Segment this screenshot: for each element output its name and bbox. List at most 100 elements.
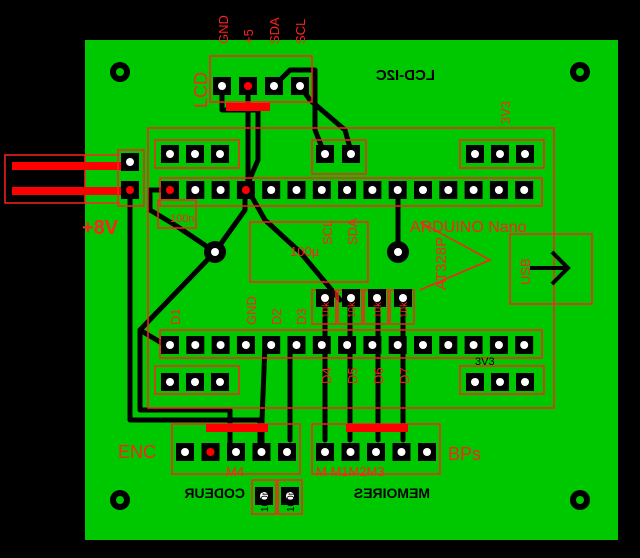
pad-hole — [496, 150, 504, 158]
pad-hole — [347, 150, 355, 158]
pad-hole — [494, 341, 503, 349]
pad-hole — [218, 82, 226, 90]
pad-hole — [373, 294, 381, 302]
pad-hole — [317, 341, 326, 349]
pad-hole — [520, 341, 529, 349]
pad-hole — [191, 186, 200, 194]
label-pin-gnd: GND — [216, 15, 231, 44]
pad-hole — [257, 448, 266, 456]
pad-hole — [270, 82, 278, 90]
pad-hole — [321, 294, 329, 302]
label-pin-5v: +5 — [241, 29, 256, 44]
label-d2: D2 — [269, 308, 284, 325]
pad-hole — [216, 186, 225, 194]
pad-hole — [321, 448, 329, 456]
power-input-wires — [4, 154, 130, 204]
label-cap-100n-b1: 100n — [260, 490, 271, 512]
pad-hole — [216, 378, 224, 386]
label-d6: D6 — [371, 367, 386, 384]
label-d3: D3 — [294, 308, 309, 325]
pad-hole — [343, 186, 352, 194]
label-cap-100u: 100µ — [290, 244, 320, 259]
pad-hole — [469, 186, 478, 194]
pad-hole — [267, 186, 276, 194]
label-lcd-i2c: LCD-I2C — [376, 67, 435, 84]
pad-hole — [368, 186, 377, 194]
pads — [121, 77, 534, 505]
pad-hole — [347, 294, 355, 302]
pad-hole — [521, 150, 529, 158]
usb-arrow-icon — [530, 250, 571, 286]
pad-hole — [296, 82, 304, 90]
label-usb: USB — [518, 258, 533, 285]
label-res-1: 10k — [321, 301, 332, 318]
pad-hole — [166, 186, 174, 194]
pad-hole — [444, 341, 453, 349]
label-3v3-bottom: 3V3 — [475, 356, 495, 368]
label-m4: M4 — [226, 464, 244, 479]
pad-hole — [241, 186, 250, 194]
pad-hole — [346, 448, 355, 456]
label-bps: BPs — [448, 444, 481, 464]
pad-hole — [520, 186, 529, 194]
pad-hole — [393, 186, 402, 194]
pad-hole — [232, 448, 240, 456]
label-power-in: +8V — [82, 217, 119, 239]
pad-hole — [317, 186, 326, 194]
pad-hole — [444, 186, 453, 194]
pad-hole — [292, 341, 301, 349]
label-lcd: LCD — [191, 72, 211, 108]
label-res-2: 10k — [347, 301, 358, 318]
pad-hole — [191, 150, 199, 158]
label-d4: D4 — [319, 367, 334, 384]
pad-hole — [191, 378, 199, 386]
pad-hole — [471, 150, 479, 158]
pad-hole — [126, 158, 134, 166]
pad-hole — [286, 492, 294, 500]
pad-hole — [393, 341, 402, 349]
pad-hole — [126, 186, 134, 194]
pad-hole — [494, 186, 503, 194]
pad-hole — [419, 186, 427, 194]
label-pin-scl: SCL — [293, 19, 308, 44]
label-gnd-row: GND — [244, 296, 259, 325]
pad-hole — [267, 341, 276, 349]
label-d1: D1 — [168, 308, 183, 325]
mounting-holes — [110, 62, 590, 510]
pad-hole — [372, 448, 380, 456]
pad-hole — [216, 341, 225, 349]
vias — [204, 241, 409, 263]
pad-hole — [260, 492, 268, 500]
label-sda-mid: SDA — [345, 218, 360, 245]
pad-hole — [423, 448, 431, 456]
pad-hole — [419, 341, 427, 349]
label-enc: ENC — [118, 442, 156, 462]
pad-hole — [496, 378, 504, 386]
label-arduino: ARDUINO Nano — [410, 219, 527, 236]
label-3v3-top: 3V3 — [498, 101, 513, 124]
pad-hole — [244, 82, 252, 90]
pad-hole — [343, 341, 352, 349]
pad-hole — [368, 341, 377, 349]
copper-bars — [206, 103, 408, 432]
label-m-row: M M1M2M3 — [316, 464, 385, 479]
pad-hole — [471, 378, 479, 386]
pad-hole — [191, 341, 200, 349]
label-d5: D5 — [345, 367, 360, 384]
label-cap-100n-b2: 100n — [286, 490, 297, 512]
label-res-4: 10k — [399, 301, 410, 318]
label-codeur: CODEUR — [184, 485, 245, 501]
pad-hole — [181, 448, 189, 456]
pad-hole — [166, 378, 174, 386]
pad-hole — [399, 294, 407, 302]
pad-hole — [469, 341, 478, 349]
label-mcu: AT328P — [433, 237, 450, 290]
label-pin-sda: SDA — [267, 17, 282, 44]
pad-hole — [216, 150, 224, 158]
label-memoires: MEMOIRES — [354, 485, 430, 501]
pad-hole — [283, 448, 291, 456]
pad-hole — [206, 448, 215, 456]
pad-hole — [166, 150, 174, 158]
label-cap-100n-left: 100n — [170, 213, 194, 225]
